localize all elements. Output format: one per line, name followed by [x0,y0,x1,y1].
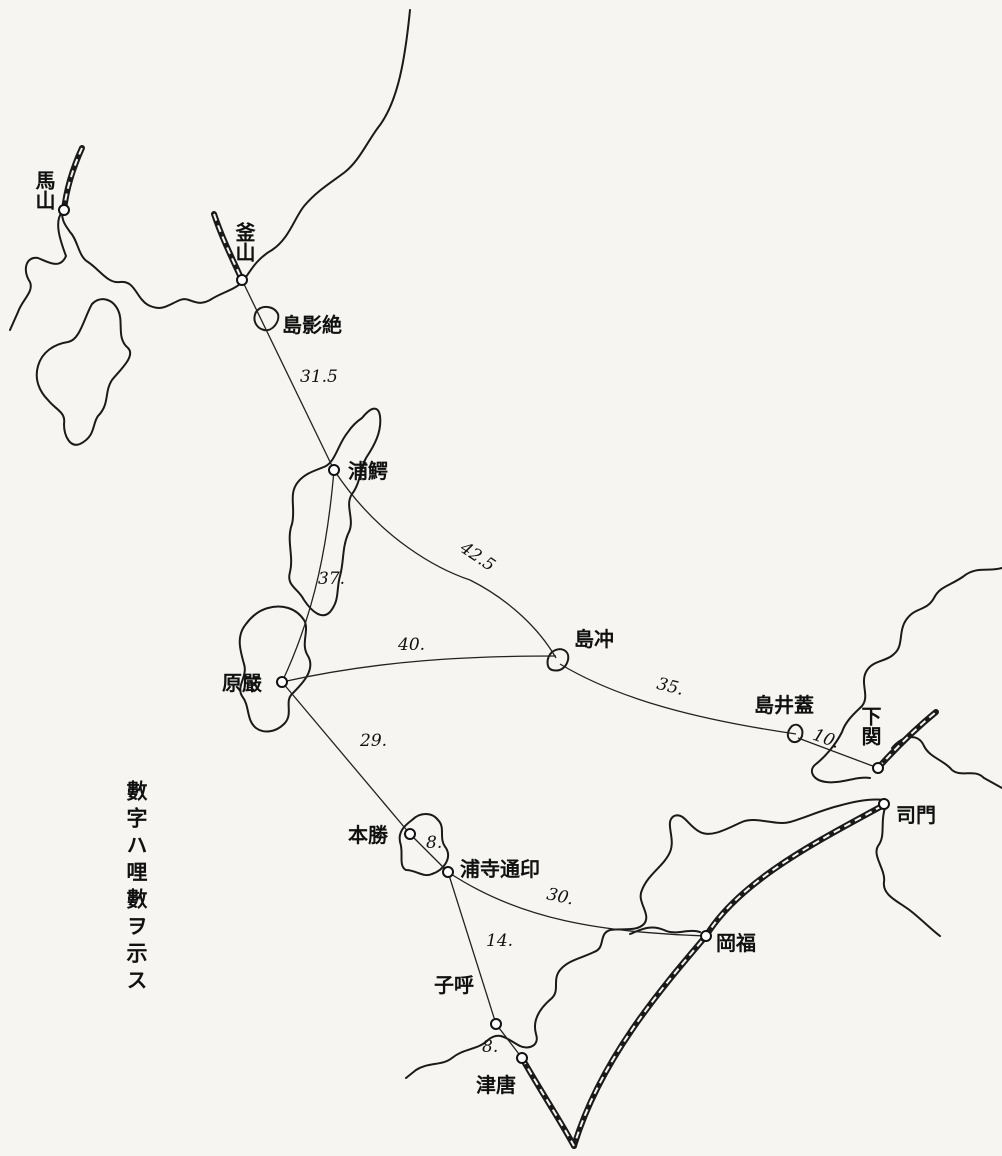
okishima-island [546,648,570,672]
label-katsumoto: 本勝 [348,823,389,847]
station-busan [236,274,248,286]
station-yobuko [490,1018,502,1030]
route-busan-gakuura [241,279,335,471]
route-inteura-fukuoka [447,871,707,937]
distance-iwahara-okishima: 40. [397,635,425,655]
route-okishima-futaishima [559,663,797,735]
label-fukuoka: 岡福 [716,931,756,955]
route-yobuko-karatsu [495,1023,523,1059]
tsushima-south [238,605,312,733]
label-shimonoseki: 下関 [858,706,882,747]
station-inteura [442,866,454,878]
distance-iwahara-katsumoto: 29. [359,731,387,751]
route-iwahara-okishima [281,655,557,683]
label-iwahara: 原嚴 [222,671,263,695]
distance-okishima-futaishima: 35. [655,674,686,700]
korea-bay-coast [9,211,67,331]
route-katsumoto-inteura [409,833,449,873]
map-legend: 數字ハ哩數ヲ示ス [124,780,148,996]
honshu-coast [810,567,1002,784]
label-okishima: 島冲 [574,627,614,651]
station-shimonoseki [872,762,884,774]
korea-coastline [61,9,411,309]
distance-inteura-yobuko: 14. [486,931,513,951]
kyushu-east-coast [875,807,941,937]
station-iwahara [276,676,288,688]
honshu-south-coast [891,736,1002,789]
route-futaishima-shimonoseki [797,737,879,769]
station-moji [878,798,890,810]
tsushima-north [288,407,382,617]
station-karatsu [516,1052,528,1064]
station-katsumoto [404,828,416,840]
distance-futaishima-shimonoseki: 10. [810,725,842,753]
route-iwahara-katsumoto [281,681,411,835]
station-mashan [58,204,70,216]
label-busan: 釜山 [232,221,256,262]
label-yobuko: 子呼 [434,973,474,997]
label-futaishima: 島井蓋 [754,693,814,717]
label-karatsu: 津唐 [476,1073,516,1097]
distance-gakuura-okishima: 42.5 [455,538,498,576]
route-inteura-yobuko [447,871,497,1025]
kyushu-coast [519,798,886,1049]
iki-island [398,813,450,877]
label-inteura: 浦寺通印 [460,857,540,881]
distance-katsumoto-inteura: 8. [426,833,442,853]
distance-gakuura-iwahara: 37. [318,569,345,589]
korea-railway [61,145,245,283]
distance-inteura-fukuoka: 30. [545,884,576,909]
label-moji: 司門 [896,803,936,827]
station-fukuoka [700,930,712,942]
zeiei-island [253,306,280,332]
route-gakuura-okishima [333,469,557,659]
distance-busan-gakuura: 31.5 [300,367,338,387]
label-zeiei: 島影絶 [282,313,342,337]
kyushu-west-coast [405,1034,521,1079]
west-island [35,298,131,446]
label-mashan: 馬山 [32,170,56,210]
fukuoka-bay [629,926,701,935]
route-gakuura-iwahara [281,469,335,683]
sea-routes [241,279,879,1059]
station-gakuura [328,464,340,476]
distance-yobuko-karatsu: 8. [482,1037,498,1057]
label-gakuura: 浦鰐 [348,459,388,483]
japan-railway [519,709,939,1149]
